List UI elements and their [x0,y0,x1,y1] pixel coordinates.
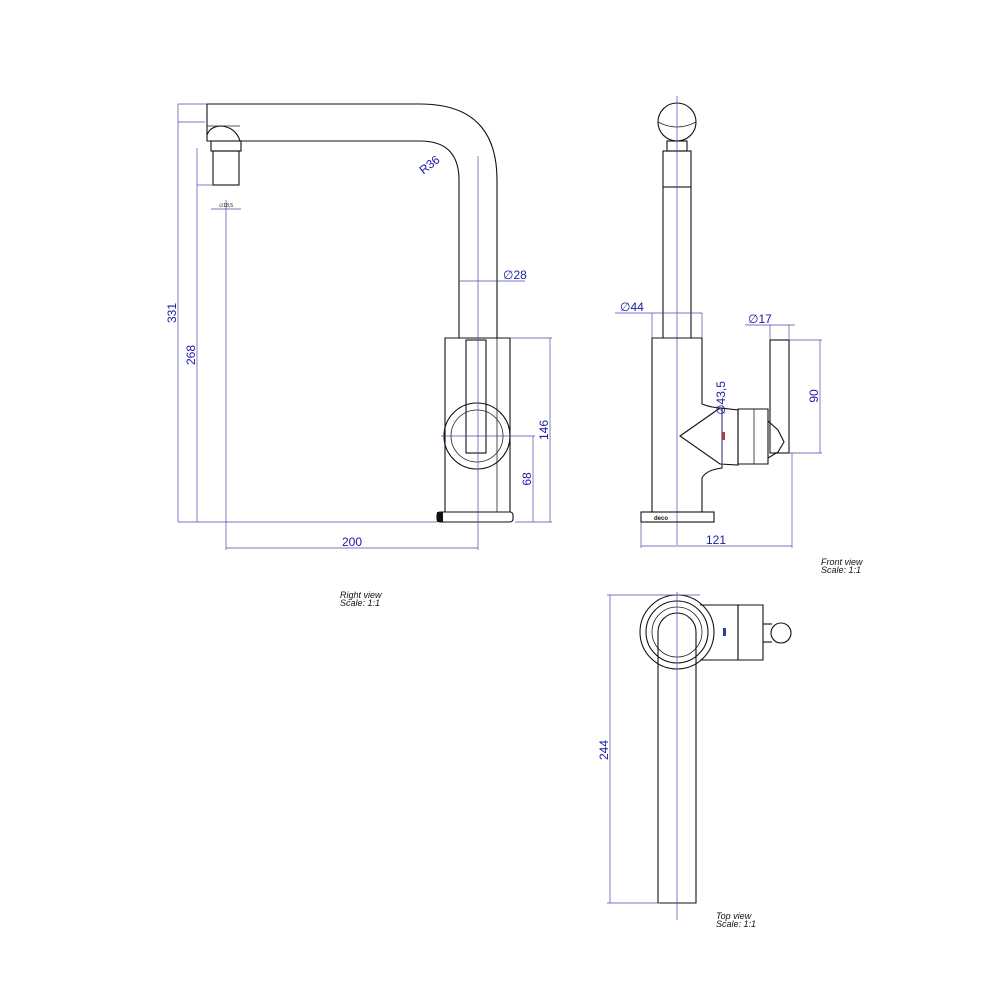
hot-marker [722,432,725,440]
cold-marker [723,628,726,636]
front-hub-cone [679,407,739,466]
aerator [210,140,242,152]
dim-handle-diameter: ∅17 [748,312,772,326]
dim-reach: 200 [342,535,362,549]
dim-total-height: 331 [165,303,179,323]
top-spout [657,612,697,904]
right-view-caption-scale: Scale: 1:1 [340,598,380,608]
right-view-caption-title: Right view [340,590,382,600]
dim-hub-diameter: ∅43,5 [714,381,728,415]
dim-radius: R36 [417,152,443,177]
top-view-caption-title: Top view [716,911,752,921]
spout-inner-outline [240,140,460,338]
dim-spout-height: 268 [184,345,198,365]
base-plate [436,511,514,523]
dim-overall-width: 121 [706,533,726,547]
front-base-plate [640,511,715,523]
dim-aerator-dia: ∅18,5 [219,203,233,209]
top-view-caption-scale: Scale: 1:1 [716,919,756,929]
lever-handle [465,339,487,454]
front-lever-handle [769,339,790,454]
dim-body-diameter: ∅44 [620,300,644,314]
dim-pipe-diameter: ∅28 [503,268,527,282]
brand-logo: deco [654,516,668,522]
spout-outline [207,103,498,338]
top-view: 244 Top view Scale: 1:1 [597,592,792,929]
front-view-caption-scale: Scale: 1:1 [821,565,861,575]
spout-tip [206,104,241,142]
dim-handle-height: 68 [520,472,534,486]
front-view-caption-title: Front view [821,557,863,567]
dim-spout-length: 244 [597,740,611,760]
top-handle-knob [770,622,792,644]
front-view: deco ∅44 ∅17 ∅43,5 90 121 Front view Sca… [615,96,863,575]
dim-handle-length: 90 [807,389,821,403]
front-mixer-body [651,337,723,513]
dim-body-height: 146 [537,420,551,440]
right-view: 331 268 ∅18,5 R36 ∅28 146 68 200 Right v… [165,103,552,608]
